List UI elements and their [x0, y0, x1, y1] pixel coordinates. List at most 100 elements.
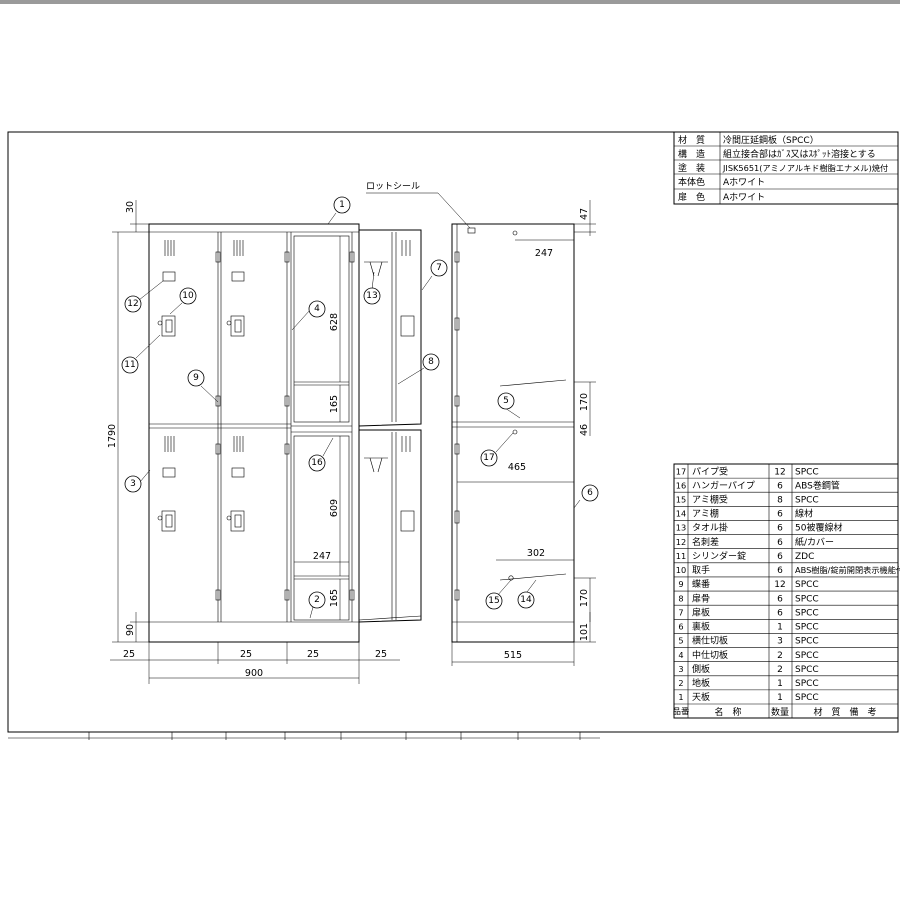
dim-total-depth: 515: [504, 650, 522, 661]
parts-row-9-name: 蝶番: [692, 578, 710, 590]
parts-row-6-no: 6: [678, 622, 683, 632]
parts-row-4-material: SPCC: [795, 651, 819, 661]
balloon-1: 1: [333, 196, 351, 214]
title-value-body-color: Aホワイト: [723, 177, 765, 188]
parts-header-no: 品番: [673, 706, 689, 716]
svg-text:7: 7: [436, 263, 442, 273]
svg-text:15: 15: [488, 596, 499, 606]
parts-row-5-qty: 3: [777, 637, 783, 647]
parts-row-4-name: 中仕切板: [692, 649, 728, 661]
dim-side-partition-depth: 465: [508, 462, 526, 473]
parts-row-4-qty: 2: [777, 651, 783, 661]
parts-row-16-no: 16: [676, 480, 686, 490]
parts-row-17-name: パイプ受: [692, 465, 728, 477]
parts-row-2-name: 地板: [692, 677, 710, 689]
title-block: 材 質 冷間圧延鋼板（SPCC） 構 造 組立接合部はｶﾞｽ又はｽﾎﾟｯﾄ溶接と…: [673, 131, 899, 205]
balloon-5: 5: [497, 392, 515, 410]
parts-row-14-material: 線材: [795, 508, 813, 520]
parts-row-9-no: 9: [678, 579, 683, 589]
callout-lot-seal: ロットシール: [366, 182, 420, 192]
title-value-paint: JISK5651(アミノアルキド樹脂エナメル)焼付: [722, 163, 888, 173]
open-compartment: [293, 235, 350, 621]
dim-pillar-3: 25: [307, 649, 319, 660]
parts-row-4-no: 4: [678, 650, 683, 660]
leaders: [135, 212, 581, 619]
parts-row-12-material: 紙/カバー: [795, 536, 834, 548]
parts-row-6-name: 裏板: [692, 621, 710, 633]
parts-row-17-qty: 12: [774, 467, 785, 477]
dim-pillar-4: 25: [375, 649, 387, 660]
balloon-13: 13: [363, 287, 381, 305]
side-view: 47 247 170 46 465 302 170 101 515: [451, 200, 596, 666]
parts-row-10-material: ABS樹脂/錠前開閉表示機能付: [795, 565, 900, 575]
dim-upper-compartment: 628: [329, 313, 340, 331]
svg-text:14: 14: [520, 595, 532, 605]
balloon-3: 3: [124, 475, 142, 493]
dim-lower-compartment: 609: [329, 499, 340, 517]
balloon-2: 2: [308, 591, 326, 609]
balloon-15: 15: [485, 592, 503, 610]
dim-shelf-height-lower: 165: [329, 589, 340, 607]
hinges-front: [215, 251, 355, 601]
parts-row-7-material: SPCC: [795, 608, 819, 618]
svg-text:5: 5: [503, 396, 509, 406]
parts-row-2-material: SPCC: [795, 679, 819, 689]
title-value-material: 冷間圧延鋼板（SPCC）: [723, 134, 819, 146]
parts-row-7-qty: 6: [777, 608, 783, 618]
parts-row-2-no: 2: [678, 678, 683, 688]
parts-row-15-qty: 8: [777, 495, 783, 505]
parts-row-1-name: 天板: [692, 691, 710, 703]
bottom-title-strip: [88, 732, 581, 740]
parts-row-12-name: 名刺差: [692, 536, 719, 548]
dim-side-lower-shelf: 170: [579, 589, 590, 607]
title-label-body-color: 本体色: [678, 176, 705, 188]
parts-row-13-material: 50被覆線材: [795, 522, 842, 534]
parts-row-3-no: 3: [678, 664, 683, 674]
parts-row-3-qty: 2: [777, 665, 783, 675]
parts-row-12-qty: 6: [777, 538, 783, 548]
svg-text:6: 6: [587, 488, 593, 498]
svg-text:12: 12: [127, 299, 138, 309]
balloon-11: 11: [121, 356, 139, 374]
parts-row-7-no: 7: [678, 607, 683, 617]
dim-side-partition: 46: [579, 424, 590, 436]
title-label-material: 材 質: [678, 134, 705, 146]
parts-row-13-no: 13: [676, 523, 686, 533]
dim-shelf-height-upper: 165: [329, 395, 340, 413]
dim-pillar-1: 25: [123, 649, 135, 660]
parts-row-11-no: 11: [676, 551, 686, 561]
dim-side-base: 101: [579, 623, 590, 641]
svg-text:1: 1: [339, 200, 345, 210]
balloon-6: 6: [581, 484, 599, 502]
svg-text:11: 11: [124, 360, 135, 370]
parts-row-15-no: 15: [676, 494, 686, 504]
parts-row-1-no: 1: [678, 692, 683, 702]
balloon-8: 8: [422, 353, 440, 371]
parts-row-1-material: SPCC: [795, 693, 819, 703]
title-label-door-color: 扉 色: [678, 191, 705, 203]
dim-side-lower-shelf-depth: 302: [527, 548, 545, 559]
dim-total-height: 1790: [107, 424, 118, 448]
svg-text:16: 16: [311, 458, 323, 468]
parts-row-11-material: ZDC: [795, 552, 814, 562]
parts-row-9-qty: 12: [774, 580, 785, 590]
parts-row-15-name: アミ棚受: [692, 493, 728, 505]
balloon-16: 16: [308, 454, 326, 472]
parts-row-14-no: 14: [676, 509, 686, 519]
door-col1-upper-details: [157, 240, 176, 337]
svg-text:10: 10: [182, 291, 194, 301]
parts-row-14-qty: 6: [777, 510, 783, 520]
parts-row-9-material: SPCC: [795, 580, 819, 590]
parts-row-12-no: 12: [676, 537, 686, 547]
svg-text:9: 9: [193, 373, 199, 383]
balloon-12: 12: [124, 295, 142, 313]
dim-side-shelf-depth: 247: [535, 248, 553, 259]
parts-row-13-name: タオル掛: [692, 522, 728, 534]
parts-header-material: 材 質 備 考: [813, 706, 876, 718]
parts-row-3-name: 側板: [692, 663, 710, 675]
parts-row-8-material: SPCC: [795, 594, 819, 604]
parts-row-2-qty: 1: [777, 679, 783, 689]
